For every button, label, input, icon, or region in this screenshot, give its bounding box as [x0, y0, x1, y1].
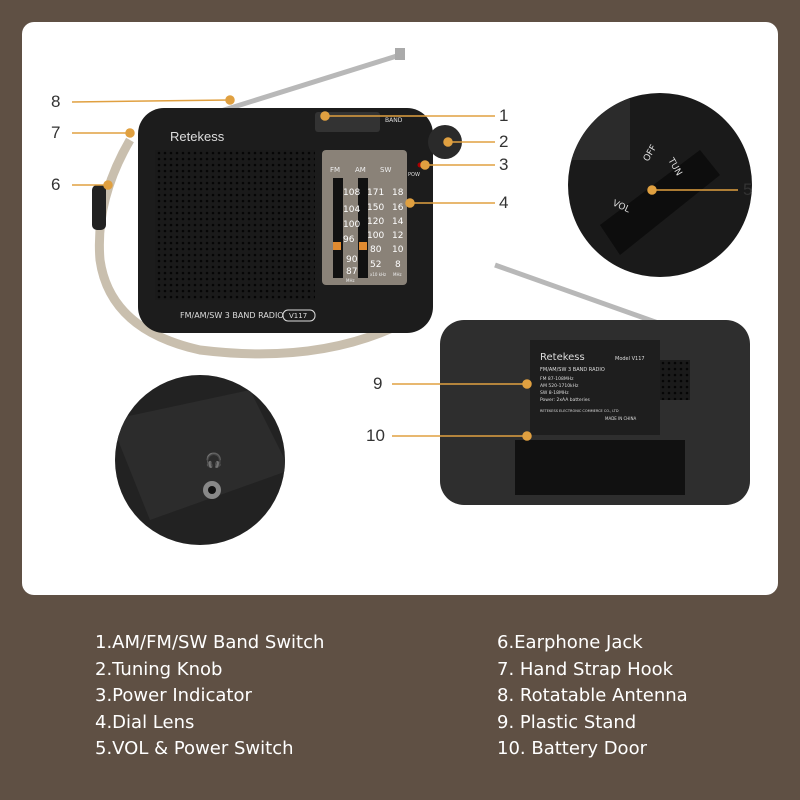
svg-text:Power: 2xAA batteries: Power: 2xAA batteries [540, 397, 590, 403]
band-switch [315, 112, 380, 132]
svg-text:FM/AM/SW 3 BAND RADIO: FM/AM/SW 3 BAND RADIO [540, 367, 605, 373]
legend-item: 4.Dial Lens [95, 711, 195, 733]
svg-text:104: 104 [343, 205, 360, 215]
callout-2: 2 [499, 132, 509, 151]
svg-text:SW 8-18MHz: SW 8-18MHz [540, 390, 569, 396]
svg-text:90: 90 [346, 255, 358, 265]
svg-text:V117: V117 [289, 312, 307, 320]
callout-8: 8 [51, 92, 61, 111]
svg-text:80: 80 [370, 245, 382, 255]
callout-7: 7 [51, 123, 61, 142]
legend-left: 1.AM/FM/SW Band Switch 2.Tuning Knob 3.P… [95, 630, 324, 763]
callout-4: 4 [499, 193, 509, 212]
callout-9: 9 [373, 374, 383, 393]
svg-text:SW: SW [380, 166, 391, 174]
svg-text:FM 87-108MHz: FM 87-108MHz [540, 376, 574, 382]
svg-text:150: 150 [367, 203, 384, 213]
svg-text:8: 8 [395, 260, 401, 270]
svg-text:12: 12 [392, 231, 403, 241]
radio-back: Retekess Model V117 FM/AM/SW 3 BAND RADI… [440, 262, 750, 505]
legend-item: 6.Earphone Jack [497, 632, 643, 653]
svg-text:AM 520-1710kHz: AM 520-1710kHz [540, 383, 579, 389]
radio-front: Retekess BAND POW FM/AM/SW 3 BAND RADIO … [92, 48, 462, 359]
svg-text:100: 100 [343, 220, 360, 230]
svg-text:10: 10 [392, 245, 404, 255]
legend-item: 10. Battery Door [497, 738, 647, 759]
svg-text:100: 100 [367, 231, 384, 241]
svg-text:MADE IN CHINA: MADE IN CHINA [605, 416, 636, 421]
svg-text:MHz: MHz [393, 272, 402, 277]
svg-text:FM: FM [330, 166, 340, 174]
brand-logo: Retekess [170, 129, 225, 144]
callout-10: 10 [366, 426, 385, 445]
battery-door [515, 440, 685, 495]
legend-item: 1.AM/FM/SW Band Switch [95, 632, 325, 653]
inset-earphone-jack: 🎧 [115, 375, 285, 545]
callout-lines [71, 95, 738, 441]
callout-3: 3 [499, 155, 509, 174]
legend-item: 2.Tuning Knob [95, 658, 223, 680]
legend-item: 7. Hand Strap Hook [497, 658, 674, 680]
svg-text:Retekess: Retekess [540, 352, 585, 363]
svg-text:108: 108 [343, 188, 360, 198]
svg-text:14: 14 [392, 217, 404, 227]
svg-text:BAND: BAND [385, 117, 403, 124]
svg-text:FM/AM/SW 3 BAND RADIO: FM/AM/SW 3 BAND RADIO [180, 311, 284, 320]
svg-text:AM: AM [355, 166, 366, 174]
svg-text:x10 kHz: x10 kHz [370, 272, 386, 277]
svg-text:POW: POW [408, 172, 420, 178]
svg-text:16: 16 [392, 203, 404, 213]
legend-right: 6.Earphone Jack 7. Hand Strap Hook 8. Ro… [497, 630, 688, 763]
legend-item: 5.VOL & Power Switch [95, 738, 294, 759]
svg-text:120: 120 [367, 217, 384, 227]
back-label [530, 340, 660, 435]
svg-text:96: 96 [343, 235, 355, 245]
svg-text:RETEKESS ELECTRONIC COMMERCE C: RETEKESS ELECTRONIC COMMERCE CO., LTD [540, 409, 619, 413]
headphone-icon: 🎧 [205, 452, 222, 469]
legend-item: 3.Power Indicator [95, 685, 252, 706]
svg-text:87: 87 [346, 267, 357, 277]
svg-text:Model V117: Model V117 [615, 356, 645, 362]
svg-text:52: 52 [370, 260, 381, 270]
callout-6: 6 [51, 175, 61, 194]
legend-item: 9. Plastic Stand [497, 711, 637, 733]
callout-1: 1 [499, 106, 509, 125]
svg-text:18: 18 [392, 188, 404, 198]
svg-text:MHz: MHz [346, 278, 355, 283]
callout-5: 5 [743, 180, 753, 199]
svg-text:171: 171 [367, 188, 384, 198]
legend-item: 8. Rotatable Antenna [497, 685, 688, 706]
